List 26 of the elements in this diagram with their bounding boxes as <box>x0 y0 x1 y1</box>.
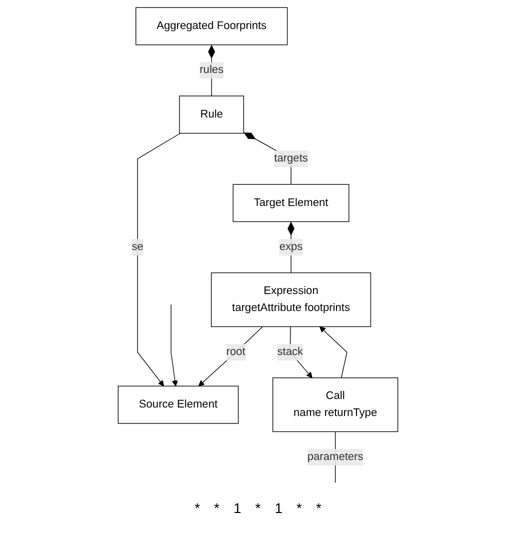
arrow <box>198 326 264 386</box>
edge-label: se <box>132 241 144 253</box>
node-box: Rule <box>179 96 244 134</box>
multiplicity-label: 1 <box>233 500 242 516</box>
node-box: Target Element <box>232 184 350 222</box>
multiplicity-label: * <box>214 500 220 516</box>
multiplicity-label: * <box>296 500 302 516</box>
edge-label: targets <box>274 152 308 164</box>
arrow <box>319 326 348 378</box>
edge-label: parameters <box>307 451 364 463</box>
multiplicity-label: 1 <box>274 500 283 516</box>
edge-label: root <box>226 346 246 358</box>
edge-label: exps <box>279 241 303 253</box>
edge-label: rules <box>200 64 224 76</box>
node-box: Source Element <box>118 386 239 424</box>
multiplicity-label: * <box>194 500 200 516</box>
node-box: Expression targetAttribute footprints <box>210 272 372 328</box>
multiplicity-label: * <box>255 500 261 516</box>
node-box: Aggregated Foorprints <box>136 7 288 46</box>
multiplicity-label: * <box>316 500 322 516</box>
edge-label: stack <box>277 346 304 358</box>
arrow <box>170 304 178 386</box>
connector <box>288 221 294 274</box>
node-box: Call name returnType <box>272 377 398 432</box>
connector <box>208 44 216 96</box>
arrow <box>137 132 181 386</box>
